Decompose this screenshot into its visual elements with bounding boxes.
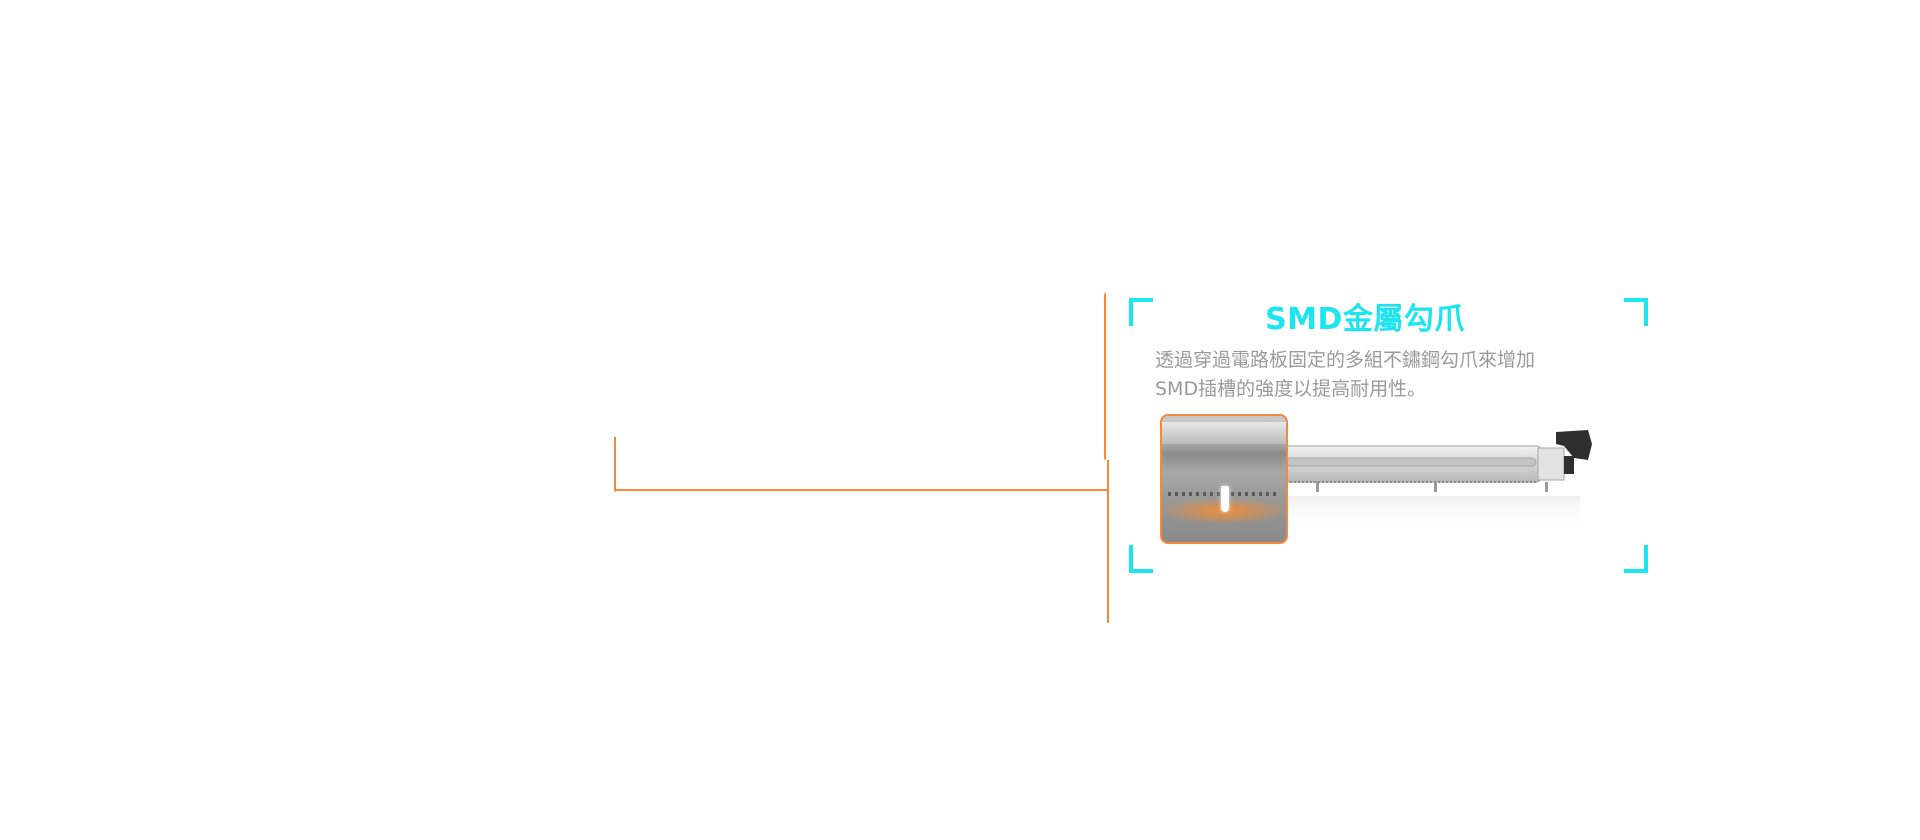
connector-line-horizontal [614,489,1108,491]
connector-line-left [614,437,616,492]
feature-title: SMD金屬勾爪 [1265,302,1465,337]
connector-line-vertical [1107,460,1109,623]
inset-metal-strip [1162,422,1286,444]
feature-description-line-2: SMD插槽的強度以提高耐用性。 [1155,378,1427,400]
metal-hook-icon [1221,486,1229,512]
connector-line-upper [1104,293,1106,460]
pcie-slot-image [1279,430,1592,530]
feature-description-line-1: 透過穿過電路板固定的多組不鏽鋼勾爪來增加 [1155,349,1536,371]
hook-zoom-inset [1160,414,1288,544]
corner-bracket-bottom-right [1624,545,1648,573]
corner-bracket-bottom-left [1129,545,1153,573]
corner-bracket-top-left [1129,298,1153,326]
corner-bracket-top-right [1624,298,1648,326]
